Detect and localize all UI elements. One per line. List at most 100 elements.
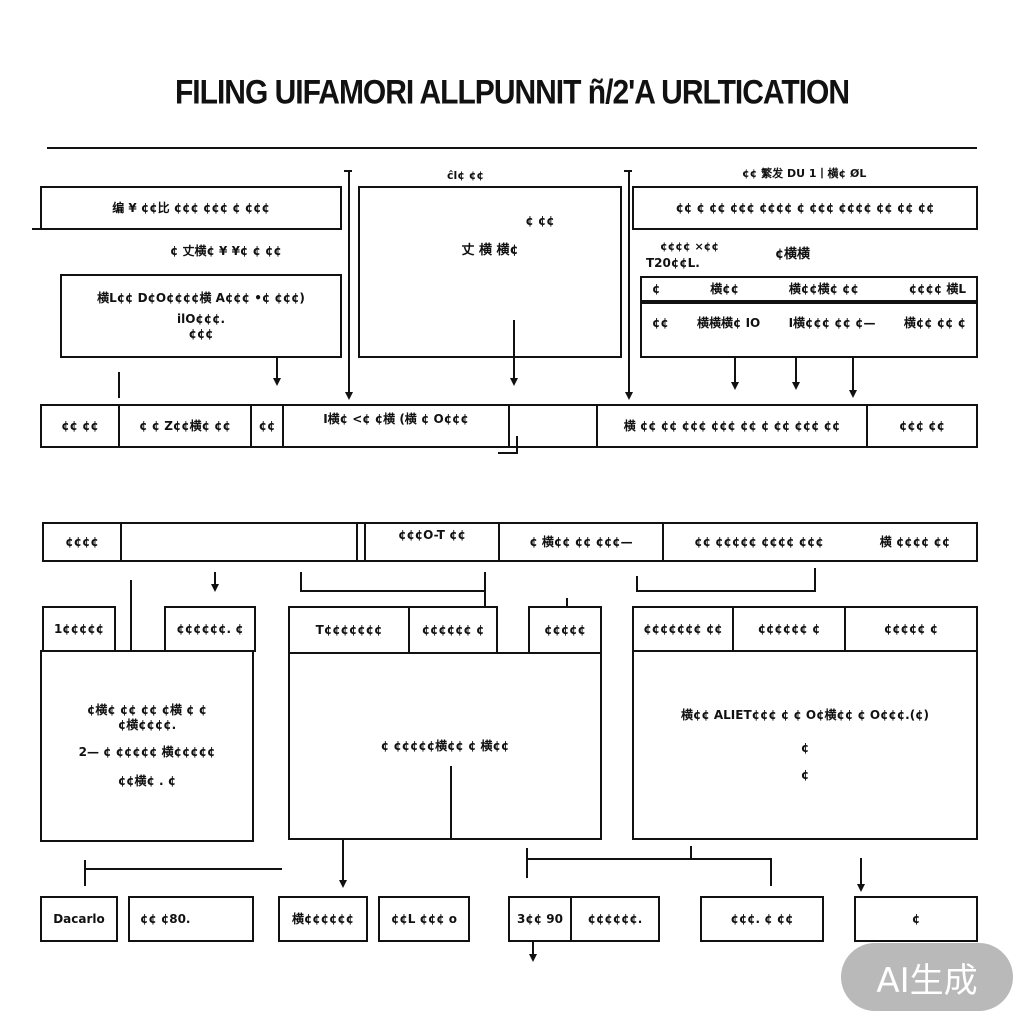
bar-2-cell-3: ¢ 横¢¢ ¢¢ ¢¢¢— [500,524,664,560]
bar-1-cell-3: ¢¢ [252,406,284,446]
connector-line [118,372,120,398]
connector-line [300,572,302,592]
bar-1: ¢¢ ¢¢ ¢ ¢ Z¢¢横¢ ¢¢ ¢¢ I横¢ <¢ ¢横 (横 ¢ O¢¢… [40,404,978,448]
bar-1-cell-4: I横¢ <¢ ¢横 (横 ¢ O¢¢¢ [284,406,510,446]
right-row-3-cell-1: ¢¢ [652,316,669,330]
mid-tab-8-text: ¢¢¢¢¢ ¢ [883,621,939,636]
bottom-box-1: Dacarlo [40,896,118,942]
bar-2-cell-2: ¢¢¢O-T ¢¢ [366,524,500,560]
mid-box-1-line-3: 2— ¢ ¢¢¢¢¢ 横¢¢¢¢¢ [78,745,216,759]
mid-tab-1: 1¢¢¢¢¢ [42,606,116,652]
center-header-label: ĉl¢ ¢¢ [447,169,485,182]
mid-tab-5-text: ¢¢¢¢¢ [544,622,586,637]
center-top-text: ¢ ¢¢ [525,214,555,229]
bottom-box-7: ¢¢¢. ¢ ¢¢ [700,896,824,942]
arrow-down [339,880,347,888]
connector-line [770,858,772,886]
mid-tab-4: ¢¢¢¢¢¢ ¢ [408,606,498,654]
bottom-box-7-text: ¢¢¢. ¢ ¢¢ [730,911,794,926]
connector-line [84,860,86,886]
mid-tab-2-text: ¢¢¢¢¢¢. ¢ [176,621,244,636]
left-mid-text: ¢ 丈横¢ ¥ ¥¢ ¢ ¢¢ [170,244,282,258]
bottom-box-6: ¢¢¢¢¢¢. [570,896,660,942]
right-header-text: ¢¢ ¢ ¢¢ ¢¢¢ ¢¢¢¢ ¢ ¢¢¢ ¢¢¢¢ ¢¢ ¢¢ ¢¢ [675,200,935,215]
left-main-line-2: ilO¢¢¢. [176,311,226,326]
connector-bus [300,590,486,592]
bottom-box-6-text: ¢¢¢¢¢¢. [587,911,643,926]
bottom-box-3: 横¢¢¢¢¢¢ [278,896,368,942]
connector-line [532,940,534,958]
mid-box-3-sub-2: ¢ [800,767,810,782]
right-header-label: ¢¢ 繁发 DU 1丨横¢ ØL [742,167,867,180]
bar-1-cell-2: ¢ ¢ Z¢¢横¢ ¢¢ [120,406,252,446]
arrow-down [211,584,219,592]
arrow-down [510,378,518,386]
mid-box-3: 横¢¢ ALIET¢¢¢ ¢ ¢ O¢横¢¢ ¢ O¢¢¢.(¢) ¢ ¢ [632,650,978,840]
connector-line [214,572,216,586]
right-row-3-cell-2: 横横横¢ IO [697,316,761,330]
bar-2-cell-4-text: ¢¢ ¢¢¢¢¢ ¢¢¢¢ ¢¢¢ [694,534,824,549]
bar-1-cell-2-text: ¢ ¢ Z¢¢横¢ ¢¢ [139,418,231,433]
connector-bus [526,858,772,860]
right-row-3-cell-3: I横¢¢¢ ¢¢ ¢— [788,316,876,330]
right-row-2-cell-2: 横¢¢ [710,281,739,296]
connector-left-vertical [348,170,350,398]
connector-line [860,858,862,886]
right-header-box: ¢¢ ¢ ¢¢ ¢¢¢ ¢¢¢¢ ¢ ¢¢¢ ¢¢¢¢ ¢¢ ¢¢ ¢¢ [632,186,978,230]
mid-box-2: ¢ ¢¢¢¢¢横¢¢ ¢ 横¢¢ [288,652,602,840]
right-row-3-cell-4: 横¢¢ ¢¢ ¢ [903,316,966,330]
mid-box-1-line-2: ¢横¢¢¢¢. [117,718,177,732]
connector-line [795,358,797,382]
bar-1-cell-5: 横 ¢¢ ¢¢ ¢¢¢ ¢¢¢ ¢¢ ¢ ¢¢ ¢¢¢ ¢¢ [596,406,868,446]
connector-right-vertical [628,170,630,398]
bar-1-stub [498,452,518,454]
center-main-box: ¢ ¢¢ 丈 横 横¢ [358,186,622,358]
mid-tab-6: ¢¢¢¢¢¢¢ ¢¢ [632,606,734,652]
diagram-title: FILING UIFAMORI ALLPUNNIT ñ/2'A URLTICAT… [174,73,850,112]
bottom-box-8: ¢ [854,896,978,942]
mid-box-1: ¢横¢ ¢¢ ¢¢ ¢横 ¢ ¢ ¢横¢¢¢¢. 2— ¢ ¢¢¢¢¢ 横¢¢¢… [40,650,254,842]
mid-box-2-text: ¢ ¢¢¢¢¢横¢¢ ¢ 横¢¢ [380,738,510,753]
bar-2-cell-5: 横 ¢¢¢¢ ¢¢ [854,524,976,560]
arrow-down [625,392,633,400]
mid-tab-3: T¢¢¢¢¢¢¢ [288,606,410,654]
arrow-down [792,382,800,390]
bar-1-stub [516,436,518,454]
connector-line [276,358,278,380]
right-row-2-cell-1: ¢ [652,281,661,296]
bar-1-cell-4-text: I横¢ <¢ ¢横 (横 ¢ O¢¢¢ [323,412,469,426]
arrow-down [731,382,739,390]
mid-tab-5: ¢¢¢¢¢ [528,606,602,654]
mid-tab-4-text: ¢¢¢¢¢¢ ¢ [421,622,485,637]
bar-1-cell-1: ¢¢ ¢¢ [42,406,120,446]
connector-line [734,358,736,382]
bar-2-cell-3-text: ¢ 横¢¢ ¢¢ ¢¢¢— [529,534,633,549]
bottom-box-5-text: 3¢¢ 90 [517,911,563,926]
bottom-box-3-text: 横¢¢¢¢¢¢ [291,911,355,926]
left-header-box: 编 ¥ ¢¢比 ¢¢¢ ¢¢¢ ¢ ¢¢¢ [40,186,342,230]
connector-bus [636,590,816,592]
mid-box-3-text: 横¢¢ ALIET¢¢¢ ¢ ¢ O¢横¢¢ ¢ O¢¢¢.(¢) [680,707,930,722]
mid-tab-2: ¢¢¢¢¢¢. ¢ [164,606,256,652]
bottom-box-2: ¢¢ ¢80. [128,896,254,942]
connector-line [342,840,344,882]
arrow-down [857,884,865,892]
connector-tick [624,170,632,172]
mid-tab-6-text: ¢¢¢¢¢¢¢ ¢¢ [643,621,723,636]
right-row-2: ¢ 横¢¢ 横¢¢横¢ ¢¢ ¢¢¢¢ 横L [640,276,978,302]
right-line-1b: T20¢¢L. [646,256,700,270]
arrow-down [529,954,537,962]
connector-line [566,598,568,608]
bottom-box-4-text: ¢¢L ¢¢¢ o [391,911,457,926]
bar-2-cell-2-text: ¢¢¢O-T ¢¢ [398,528,466,542]
connector-line [484,572,486,606]
bottom-box-1-text: Dacarlo [53,911,105,926]
connector-line [690,846,692,860]
connector-tick [344,170,352,172]
arrow-down [849,390,857,398]
connector-line [852,358,854,392]
mid-box-2-divider [450,766,452,838]
arrow-down [345,392,353,400]
connector-line [814,568,816,592]
left-divider [32,228,342,230]
